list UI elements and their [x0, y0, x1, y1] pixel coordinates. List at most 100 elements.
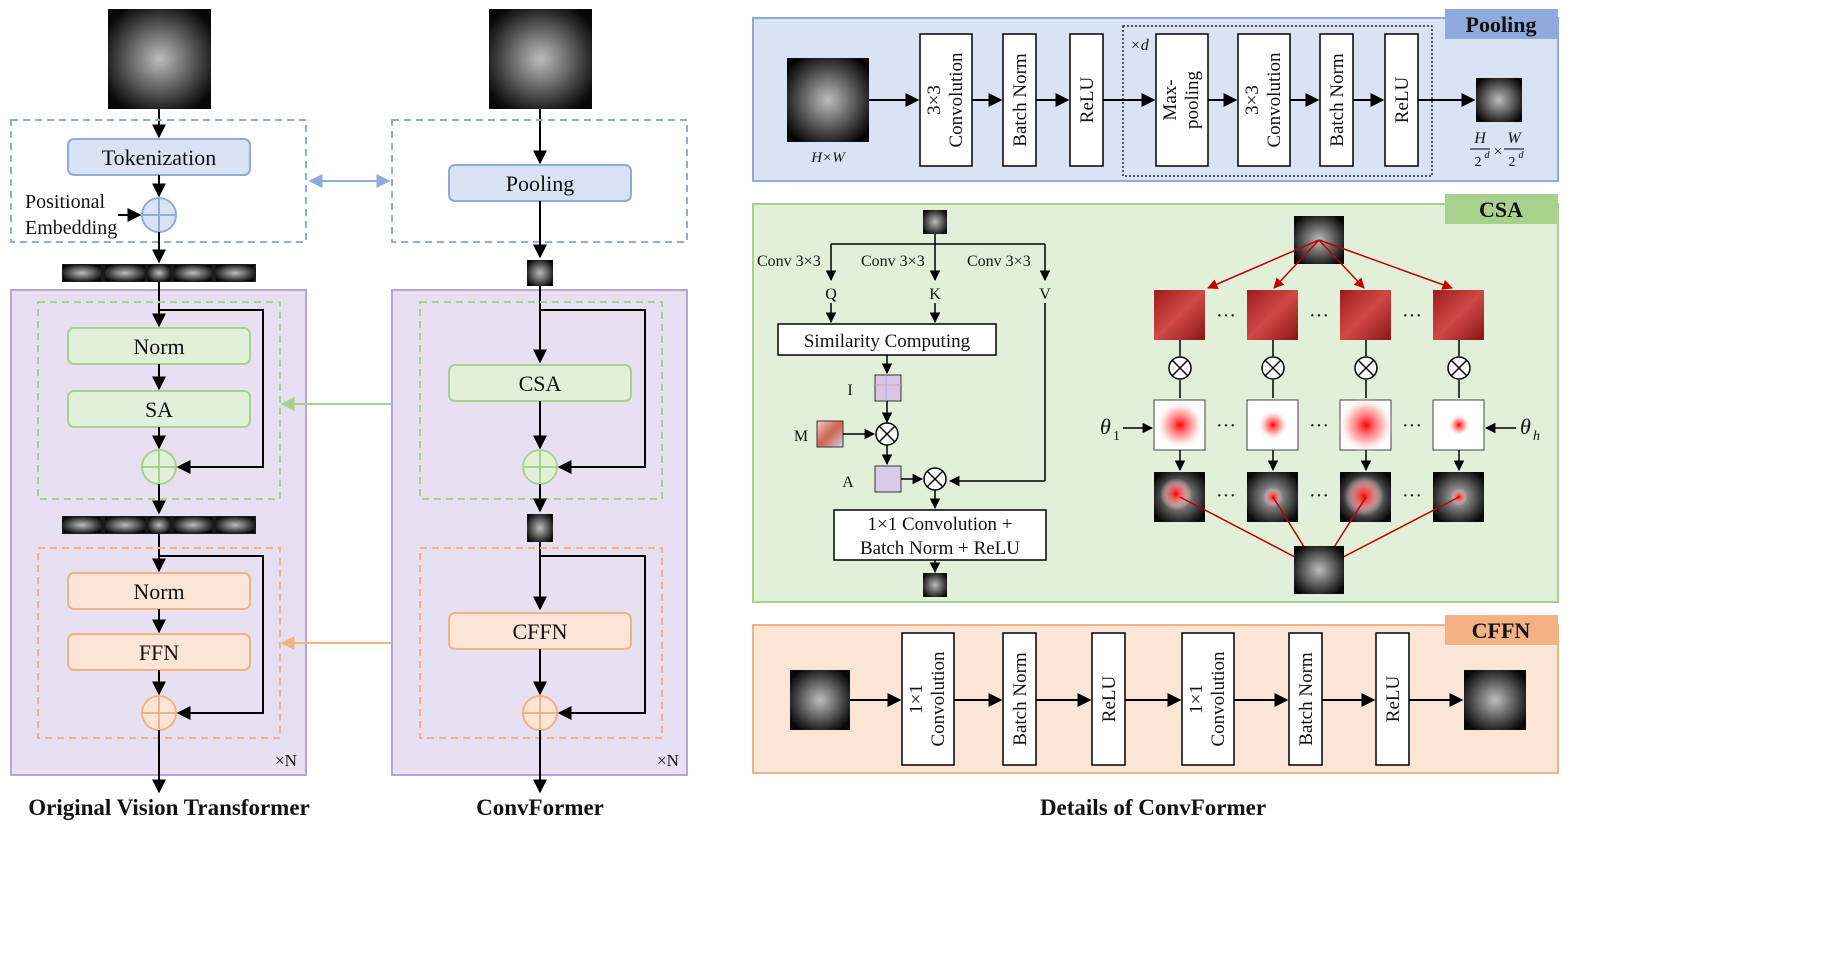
pool-conv-label-2b: Convolution [1264, 52, 1285, 148]
cffn-tag-label: CFFN [1472, 618, 1531, 643]
csa-output-conv-block [833, 509, 1047, 561]
convformer-input-image [489, 9, 592, 109]
pooling-tag [1445, 9, 1558, 39]
head-1-map [1154, 290, 1205, 340]
pooling-detail-panel: Pooling H×W 3×3 Convolution Batch Norm R… [752, 9, 1559, 182]
cffn-bn-label-2: Batch Norm [1296, 652, 1317, 746]
csa-k-label: K [929, 286, 941, 303]
csa-tag [1445, 194, 1558, 224]
theta-1-sub: 1 [1113, 429, 1120, 444]
csa-a-label: A [842, 474, 854, 491]
dots-row3-c: ··· [1402, 485, 1422, 507]
similarity-computing-block [777, 323, 997, 356]
pool-conv-label-1a: 3×3 [924, 85, 945, 115]
vit-norm1-label: Norm [133, 334, 184, 359]
pool-conv-label-1b: Convolution [946, 52, 967, 148]
pool-relu-block-2 [1384, 33, 1419, 167]
vit-attention-region [37, 301, 281, 500]
dots-row2-a: ··· [1216, 415, 1236, 437]
dots-row2-b: ··· [1309, 415, 1329, 437]
similarity-computing-label: Similarity Computing [804, 331, 971, 352]
pool-out-exp-2: d [1519, 150, 1525, 161]
cffn-bn-label-1: Batch Norm [1010, 652, 1031, 746]
cffn-conv-label-2a: 1×1 [1186, 684, 1207, 714]
tokenization-label: Tokenization [102, 145, 217, 170]
pooling-tag-label: Pooling [1466, 12, 1537, 37]
vit-column: Tokenization Positional Embedding Norm S… [10, 9, 310, 820]
pool-out-exp-1: d [1485, 150, 1491, 161]
dots-row1-a: ··· [1216, 305, 1236, 327]
cffn-conv-block-2 [1181, 632, 1235, 766]
csa-output-label-1: 1×1 Convolution + [868, 514, 1013, 535]
convformer-column: Pooling CSA CFFN ×N ConvFormer [391, 9, 688, 820]
vit-sa-label: SA [145, 397, 173, 422]
pooling-input-size: H×W [810, 150, 846, 166]
csa-conv-v: Conv 3×3 [967, 253, 1031, 270]
dots-row1-b: ··· [1309, 305, 1329, 327]
cffn-label: CFFN [512, 619, 567, 644]
pool-out-w: W [1507, 130, 1522, 147]
pool-out-den-1: 2 [1475, 155, 1482, 170]
pool-bn-block-1 [1002, 33, 1037, 167]
csa-label: CSA [519, 371, 562, 396]
vit-norm2-label: Norm [133, 579, 184, 604]
csa-a-matrix [874, 465, 902, 493]
csa-output-label-2: Batch Norm + ReLU [860, 538, 1020, 559]
pooling-input-image [787, 58, 869, 142]
positional-label-2: Embedding [25, 217, 117, 239]
pool-relu-label-2: ReLU [1392, 77, 1413, 124]
csa-q-label: Q [825, 286, 837, 303]
pool-out-den-2: 2 [1509, 155, 1516, 170]
cffn-relu-label-2: ReLU [1383, 676, 1404, 723]
csa-i-matrix [874, 374, 902, 402]
csa-tag-label: CSA [1479, 197, 1523, 222]
head-3-map [1340, 290, 1391, 340]
cffn-conv-label-1a: 1×1 [906, 684, 927, 714]
pool-maxpool-label-b: pooling [1182, 70, 1203, 129]
pooling-output-image [1476, 78, 1522, 122]
vit-input-image [108, 9, 211, 109]
dots-row1-c: ··· [1402, 305, 1422, 327]
vit-caption: Original Vision Transformer [28, 795, 310, 820]
csa-i-label: I [847, 382, 852, 399]
pool-bn-block-2 [1319, 33, 1354, 167]
cffn-conv-label-1b: Convolution [928, 651, 949, 747]
csa-m-matrix [816, 420, 844, 448]
theta-h-sub: h [1533, 429, 1540, 444]
dots-row2-c: ··· [1402, 415, 1422, 437]
cffn-input-image [790, 670, 850, 730]
pool-bn-label-1: Batch Norm [1010, 53, 1031, 147]
convformer-repeat-label: ×N [657, 751, 679, 770]
cffn-relu-block-2 [1375, 632, 1410, 766]
cffn-output-image [1464, 670, 1526, 730]
theta-1-label: θ [1100, 414, 1111, 439]
csa-conv-q: Conv 3×3 [757, 253, 821, 270]
csa-detail-panel: CSA Conv 3×3 Conv 3×3 Conv 3×3 Q K V Sim… [752, 194, 1559, 603]
dots-row3-b: ··· [1309, 485, 1329, 507]
cffn-bn-block-2 [1288, 632, 1323, 766]
convformer-csa-region [419, 301, 663, 500]
vit-ffn-label: FFN [139, 640, 179, 665]
pool-conv-block-2 [1237, 33, 1291, 167]
positional-label-1: Positional [25, 191, 105, 213]
cffn-bn-block-1 [1002, 632, 1037, 766]
head-h-map [1433, 290, 1484, 340]
pool-out-times: × [1494, 144, 1502, 160]
pool-repeat-label: ×d [1130, 37, 1150, 54]
theta-h-label: θ [1520, 414, 1531, 439]
csa-heads-output [1294, 546, 1344, 594]
convformer-feature-2 [527, 514, 553, 542]
csa-output-feature [923, 573, 947, 597]
cffn-relu-label-1: ReLU [1099, 676, 1120, 723]
pool-relu-label-1: ReLU [1077, 77, 1098, 124]
cffn-detail-panel: CFFN 1×1 Convolution Batch Norm ReLU 1×1… [752, 615, 1559, 774]
pooling-label: Pooling [506, 171, 574, 196]
details-caption: Details of ConvFormer [1040, 795, 1266, 820]
cffn-tag [1445, 615, 1558, 645]
cffn-conv-label-2b: Convolution [1208, 651, 1229, 747]
convformer-feature-1 [527, 260, 553, 286]
pool-out-h: H [1473, 130, 1487, 147]
convformer-caption: ConvFormer [476, 795, 604, 820]
csa-v-label: V [1039, 286, 1051, 303]
